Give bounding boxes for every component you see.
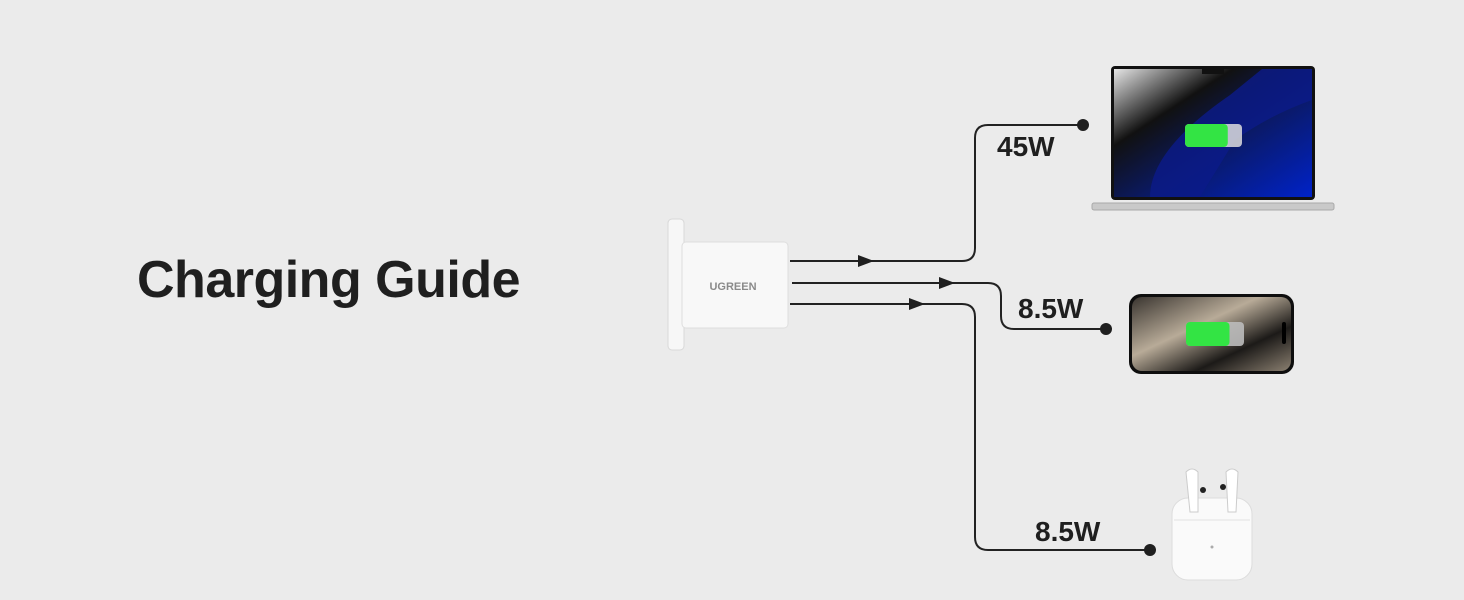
arrow-icon: [909, 298, 925, 310]
battery-icon: [1186, 322, 1244, 346]
cable-line-phone: [792, 282, 1106, 330]
arrow-icon: [858, 255, 874, 267]
battery-fill: [1185, 124, 1228, 147]
power-label-phone: 8.5W: [1018, 293, 1084, 324]
phone-image: [1129, 294, 1294, 374]
cable-line-laptop: [790, 124, 1083, 262]
earbuds-case-image: [1171, 468, 1253, 581]
endpoint-dot: [1100, 323, 1112, 335]
endpoint-dot: [1077, 119, 1089, 131]
charger-brand: UGREEN: [709, 281, 756, 293]
power-label-earbuds: 8.5W: [1035, 516, 1101, 547]
power-label-laptop: 45W: [997, 131, 1055, 162]
page-title: Charging Guide: [137, 251, 521, 309]
charger: UGREEN: [667, 218, 789, 351]
endpoint-dot: [1144, 544, 1156, 556]
battery-icon: [1185, 124, 1242, 147]
battery-fill: [1186, 322, 1230, 346]
charger-body: [681, 241, 789, 329]
cable-line-earbuds: [790, 303, 1150, 551]
laptop-image: [1091, 66, 1335, 211]
arrow-icon: [939, 277, 955, 289]
